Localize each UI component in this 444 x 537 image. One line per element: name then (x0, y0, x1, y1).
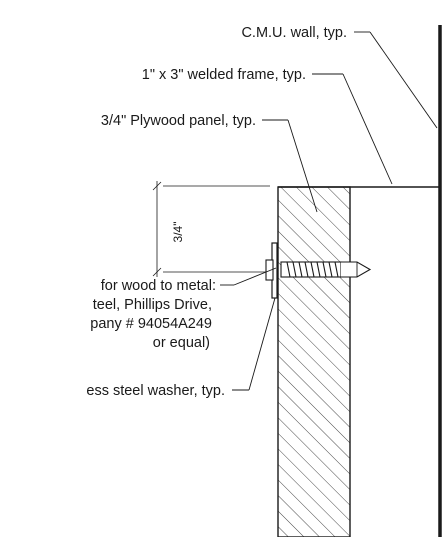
leader-cmu-wall (354, 31, 438, 129)
label-plywood-panel: 3/4" Plywood panel, typ. (101, 113, 256, 129)
label-screw-line2: teel, Phillips Drive, (93, 297, 212, 313)
dimension-label: 3/4" (171, 222, 185, 243)
label-washer: ess steel washer, typ. (86, 383, 225, 399)
dimension-three-quarter: 3/4" (152, 181, 270, 277)
label-screw-line3: pany # 94054A249 (90, 316, 212, 332)
screw (265, 259, 372, 281)
leader-washer (232, 297, 276, 391)
leader-plywood-panel (262, 119, 318, 213)
label-screw-line4: or equal) (153, 335, 210, 351)
label-welded-frame: 1" x 3" welded frame, typ. (142, 67, 306, 83)
label-cmu-wall: C.M.U. wall, typ. (241, 25, 347, 41)
leader-welded-frame (312, 73, 393, 185)
plywood-panel (277, 186, 351, 537)
leader-screw (220, 267, 277, 286)
label-screw-line1: for wood to metal: (101, 278, 216, 294)
